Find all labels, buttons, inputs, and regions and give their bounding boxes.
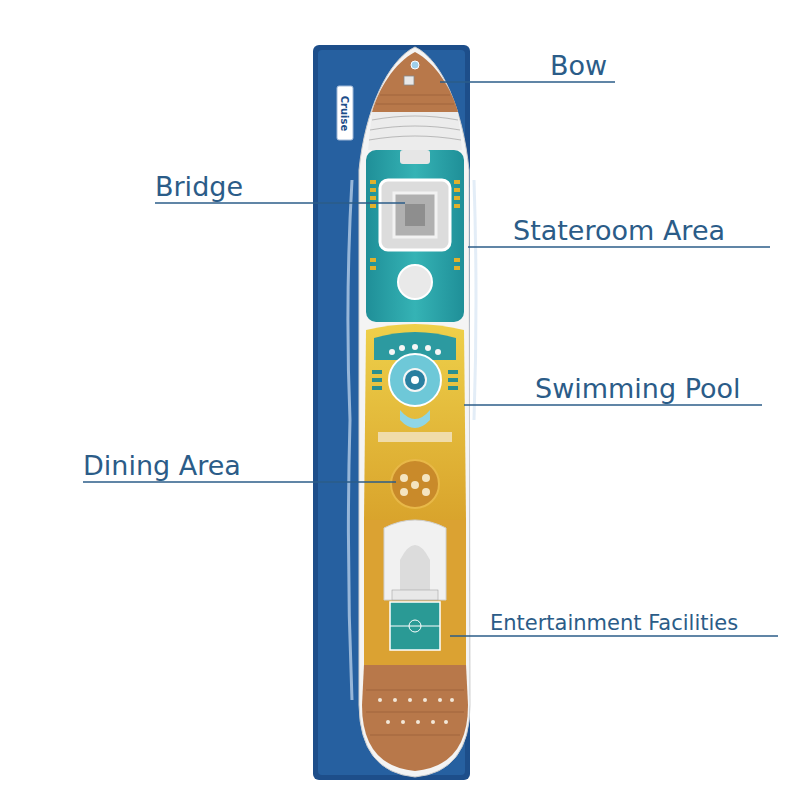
leader-line [464,404,762,406]
part-label: Bridge [155,171,243,202]
ship-sign-text: Cruise [340,95,351,131]
part-label: Swimming Pool [535,373,741,404]
part-label: Bow [550,50,607,81]
part-label: Stateroom Area [513,215,725,246]
leader-line [155,202,405,204]
part-label: Entertainment Facilities [490,611,738,635]
leader-line [83,481,396,483]
leader-line [468,246,770,248]
leader-line [440,81,615,83]
leader-line [450,635,778,637]
part-label: Dining Area [83,450,241,481]
